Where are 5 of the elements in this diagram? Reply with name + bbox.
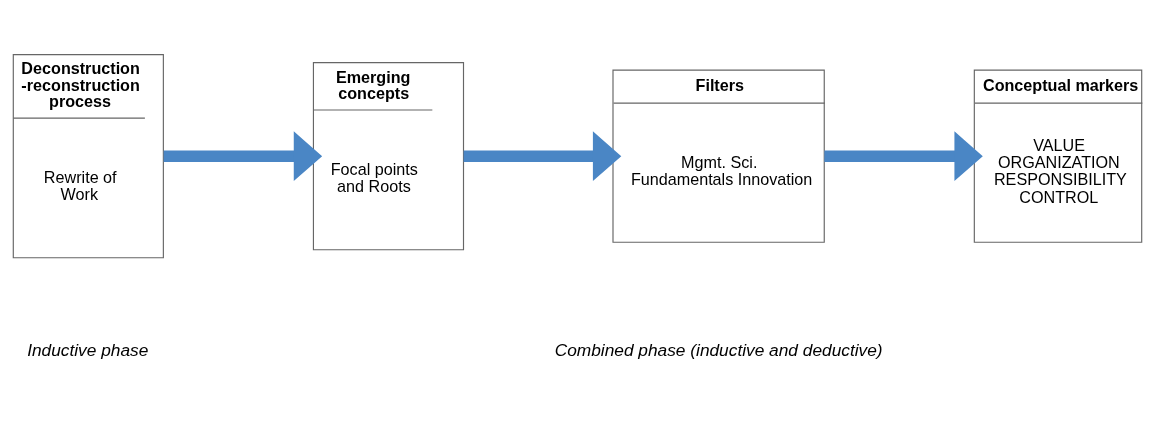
label: Inductive phase xyxy=(27,339,149,360)
label: Combined phase (inductive and deductive) xyxy=(554,339,883,360)
arrow xyxy=(824,130,983,181)
arrow xyxy=(163,130,323,181)
arrow xyxy=(463,130,622,181)
